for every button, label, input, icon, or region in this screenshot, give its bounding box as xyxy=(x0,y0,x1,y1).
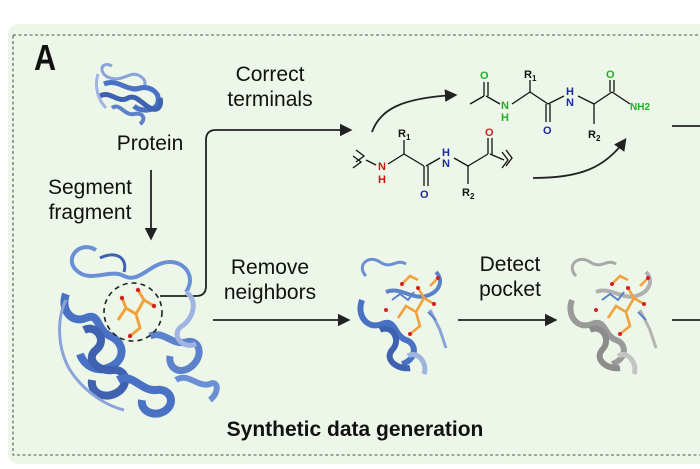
flow-arrows xyxy=(144,89,700,327)
arrow-correct-terminals xyxy=(160,123,353,297)
panel-background xyxy=(8,24,700,464)
panel-letter: A xyxy=(34,37,57,78)
svg-text:R2: R2 xyxy=(588,129,601,143)
svg-text:N: N xyxy=(442,158,450,170)
svg-text:O: O xyxy=(543,125,552,137)
label-detect-pocket: Detect pocket xyxy=(479,253,541,301)
protein-structure-icon xyxy=(94,63,163,126)
arrow-curve-bottom xyxy=(532,137,627,179)
svg-text:R1: R1 xyxy=(524,69,537,83)
svg-text:N: N xyxy=(566,97,574,109)
capped-labels: O N H R1 O H N R2 O NH2 xyxy=(480,69,650,143)
wavy-bond-left xyxy=(352,149,366,169)
svg-text:H: H xyxy=(378,174,386,186)
svg-text:H: H xyxy=(442,147,450,159)
svg-text:O: O xyxy=(420,189,429,201)
svg-text:H: H xyxy=(501,112,509,124)
svg-text:O: O xyxy=(606,69,615,81)
pocket-structure-gray xyxy=(567,257,658,375)
svg-text:O: O xyxy=(485,127,494,139)
capped-structure xyxy=(469,80,631,124)
svg-text:O: O xyxy=(480,70,489,82)
svg-text:N: N xyxy=(501,100,509,112)
svg-text:NH2: NH2 xyxy=(630,102,650,113)
panel-border xyxy=(12,34,700,456)
fragment-labels: R1 N H H N O R2 O xyxy=(378,127,494,201)
svg-text:H: H xyxy=(566,86,574,98)
svg-text:N: N xyxy=(378,161,386,173)
wavy-bond-right xyxy=(501,149,513,169)
svg-text:R2: R2 xyxy=(462,187,475,201)
ligand xyxy=(116,289,155,338)
pocket-circle xyxy=(103,282,163,342)
protein-ligand-complex xyxy=(58,245,220,418)
label-protein: Protein xyxy=(116,132,184,155)
label-remove-neighbors: Remove neighbors xyxy=(223,256,317,304)
label-correct-terminals: Correct terminals xyxy=(227,63,313,111)
arrow-curve-top xyxy=(371,89,458,133)
footer-title: Synthetic data generation xyxy=(226,418,484,441)
pocket-structure xyxy=(357,257,448,375)
label-segment-fragment: Segment fragment xyxy=(47,176,133,224)
svg-text:R1: R1 xyxy=(398,128,411,142)
fragment-structure xyxy=(352,138,513,186)
